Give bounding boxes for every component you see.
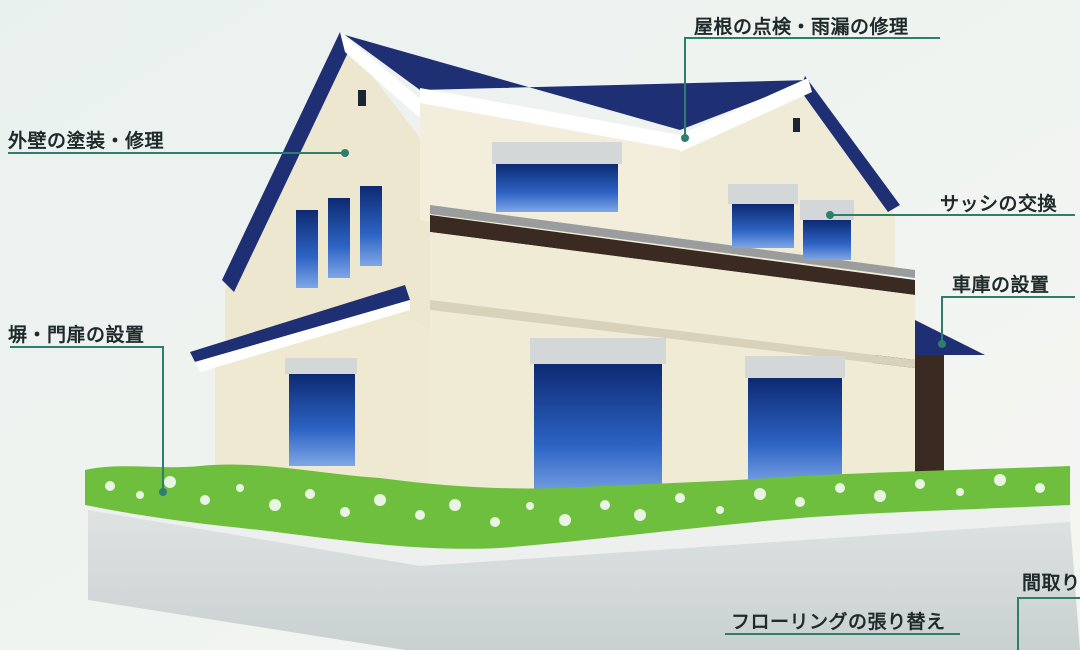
label-garage-installation: 車庫の設置 xyxy=(952,274,1050,296)
window-upper-front-2 xyxy=(732,204,794,248)
garage-callout-dot xyxy=(938,340,946,348)
window-lower-left xyxy=(289,374,355,466)
lower-left-roof xyxy=(190,285,410,362)
gable-vent-right xyxy=(793,118,800,132)
callout-dots xyxy=(159,134,946,496)
window-upper-front-1 xyxy=(496,164,618,212)
label-flooring-replacement: フローリングの張り替え xyxy=(731,611,946,633)
balcony-underside xyxy=(430,300,915,368)
hedge-flowers xyxy=(105,474,1045,527)
label-roof-repair: 屋根の点検・雨漏の修理 xyxy=(694,16,909,38)
sash-callout-dot xyxy=(826,211,834,219)
window-upper-left-3 xyxy=(360,186,382,266)
gable-vent-left xyxy=(358,90,366,106)
window-lower-front-1-shutter xyxy=(530,338,666,364)
main-roof-fascia xyxy=(420,88,680,150)
window-lower-front-2-shutter xyxy=(745,356,845,378)
garage-roof xyxy=(915,320,985,355)
balcony-rail xyxy=(430,205,915,278)
roof-callout-dot xyxy=(681,134,689,142)
right-roof-fascia xyxy=(680,78,812,152)
callout-lines xyxy=(8,37,1080,650)
label-fence-gate: 塀・門扉の設置 xyxy=(8,324,145,346)
window-lower-front-2 xyxy=(748,378,842,488)
main-roof xyxy=(345,35,810,130)
right-roof-edge xyxy=(800,76,900,212)
hedge xyxy=(85,464,1070,549)
window-upper-shutter-2 xyxy=(728,184,798,204)
window-upper-left-2 xyxy=(328,198,350,278)
label-sash-replacement: サッシの交換 xyxy=(940,193,1058,215)
window-lower-front-1 xyxy=(534,364,662,500)
wall-callout-dot xyxy=(341,149,349,157)
ground-plinth xyxy=(88,505,1080,650)
window-upper-shutter-1 xyxy=(492,142,622,164)
roof-callout-line xyxy=(684,37,940,138)
label-room-layout: 間取り xyxy=(1022,572,1080,594)
lower-left-fascia xyxy=(195,300,410,372)
balcony-band xyxy=(430,215,915,295)
label-wall-painting: 外壁の塗装・修理 xyxy=(8,130,165,152)
ground-top xyxy=(88,490,1070,566)
window-upper-front-3 xyxy=(803,220,851,260)
window-upper-left-1 xyxy=(296,210,318,288)
window-lower-left-shutter xyxy=(285,358,357,374)
layout-callout-line xyxy=(1017,597,1080,650)
balcony-front xyxy=(430,232,915,360)
fence-callout-dot xyxy=(159,488,167,496)
fence-callout-line xyxy=(10,346,164,492)
garage-callout-line xyxy=(941,296,1075,344)
left-roof-edge xyxy=(222,32,352,292)
